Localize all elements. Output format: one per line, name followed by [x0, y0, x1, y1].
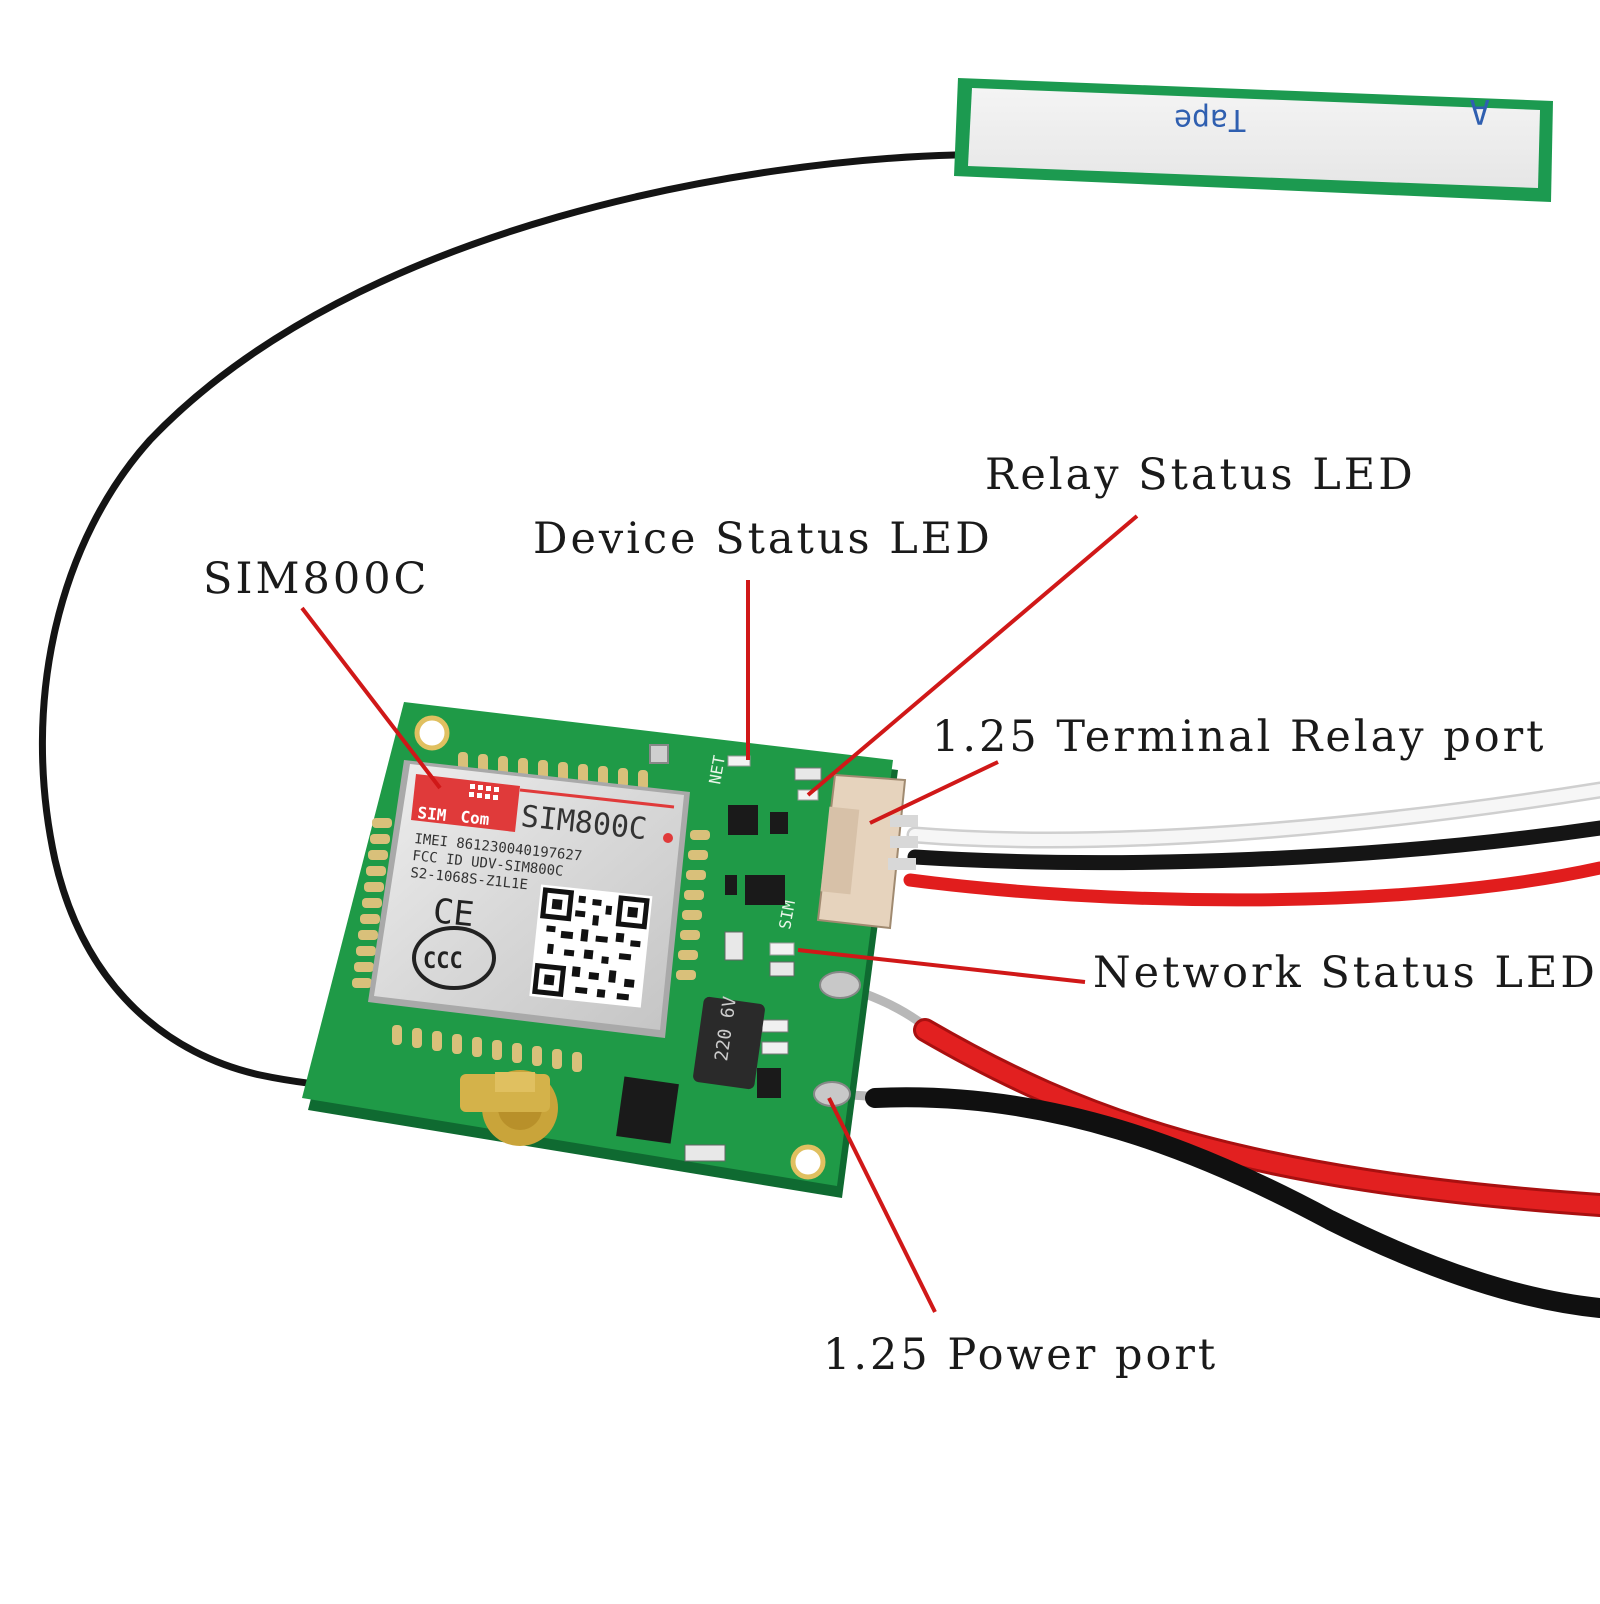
- power-wires: [825, 980, 1600, 1318]
- power-port-label: 1.25 Power port: [823, 1330, 1219, 1380]
- power-solder-joints: [813, 971, 861, 1107]
- castellated-pads: [352, 752, 710, 1072]
- tape-text: Tape: [1174, 102, 1246, 137]
- ufl-connector-icon: [460, 1070, 558, 1146]
- relay-status-led-label: Relay Status LED: [985, 450, 1416, 500]
- inductor: 220 6V: [693, 995, 765, 1090]
- mount-hole: [414, 715, 450, 751]
- leader-relay-port: [869, 760, 999, 825]
- annotation-lines: [300, 514, 1139, 1313]
- net-silkscreen: NET: [705, 754, 729, 786]
- qr-code-icon: [529, 884, 653, 1008]
- jst-connector-icon: [816, 773, 918, 930]
- antenna-icon: Tape A: [954, 78, 1553, 202]
- relay-wires: [903, 781, 1600, 907]
- network-status-led: [769, 942, 795, 956]
- simcom-brand-sim: SIM: [417, 803, 448, 825]
- ccc-mark-icon: CCC: [412, 926, 496, 990]
- network-status-led-label: Network Status LED: [1093, 948, 1598, 998]
- leader-relay-led: [806, 514, 1139, 797]
- sim800c-module: SIM Com SIM800C IMEI 861230040197627 FCC…: [368, 760, 690, 1038]
- simcom-brand-com: Com: [460, 807, 491, 829]
- relay-port-label: 1.25 Terminal Relay port: [932, 712, 1547, 762]
- sim-silkscreen: SIM: [775, 899, 799, 931]
- tape-mark: A: [1470, 91, 1490, 131]
- antenna-cable: [38, 151, 959, 1094]
- leader-module: [300, 606, 442, 790]
- leader-power-port: [827, 1097, 937, 1313]
- device-status-led: [727, 755, 751, 767]
- device-status-led-label: Device Status LED: [533, 514, 993, 564]
- leader-network-led: [797, 948, 1086, 984]
- board-components: 220 6V: [616, 744, 822, 1162]
- mount-hole: [790, 1144, 826, 1180]
- sim800c-label: SIM800C: [203, 554, 430, 604]
- svg-text:CCC: CCC: [423, 949, 463, 974]
